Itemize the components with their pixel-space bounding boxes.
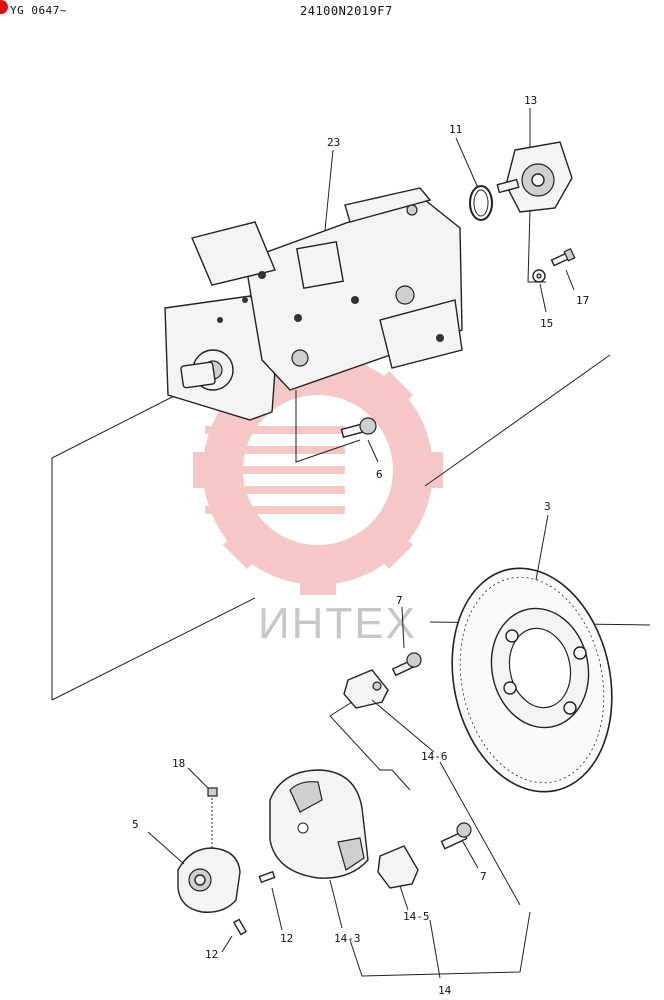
callout-7-lower: 7 [480,870,487,883]
callout-18: 18 [172,757,185,770]
bolt-7-lower [440,822,479,869]
leader-23 [324,149,334,231]
o-ring [455,137,493,221]
callout-5: 5 [132,818,139,831]
pin-12-left [221,918,248,953]
bolt-7-upper [391,606,422,677]
callout-3: 3 [544,500,551,513]
drawing-number: 24100N2019F7 [300,4,393,18]
callout-15: 15 [540,317,553,330]
callout-7-upper: 7 [396,594,403,607]
watermark-text: ИНТЕХ [258,599,417,648]
coupling-14-3 [269,769,369,929]
screw-6 [295,390,379,463]
callout-14-3: 14-3 [334,932,361,945]
callout-12-right: 12 [280,932,293,945]
callout-23: 23 [327,136,340,149]
flywheel-plate [451,514,613,793]
serial-range: YG 0647~ [10,4,67,17]
hub-5 [147,831,241,913]
callout-11: 11 [449,123,462,136]
callout-13: 13 [524,94,537,107]
gear-pump [496,108,573,213]
callout-6: 6 [376,468,383,481]
block-14-6 [329,669,521,906]
washer-15 [527,209,547,313]
callout-labels: 23 11 13 15 17 6 3 7 14-6 18 5 7 14-5 12… [132,94,589,997]
callout-14-6: 14-6 [421,750,448,763]
callout-12-left: 12 [205,948,218,961]
callout-17: 17 [576,294,589,307]
main-pump-assembly [164,187,463,421]
bracket-14 [349,911,531,979]
callout-14: 14 [438,984,452,997]
bolt-17 [550,247,576,291]
assembly-frame-lines [51,354,651,701]
plug-18 [187,767,218,850]
header-left-code: YG 0647~ [0,0,66,17]
pin-12-right [258,870,283,931]
callout-14-5: 14-5 [403,910,430,923]
corner-mark [0,0,8,14]
block-14-5 [377,845,419,911]
